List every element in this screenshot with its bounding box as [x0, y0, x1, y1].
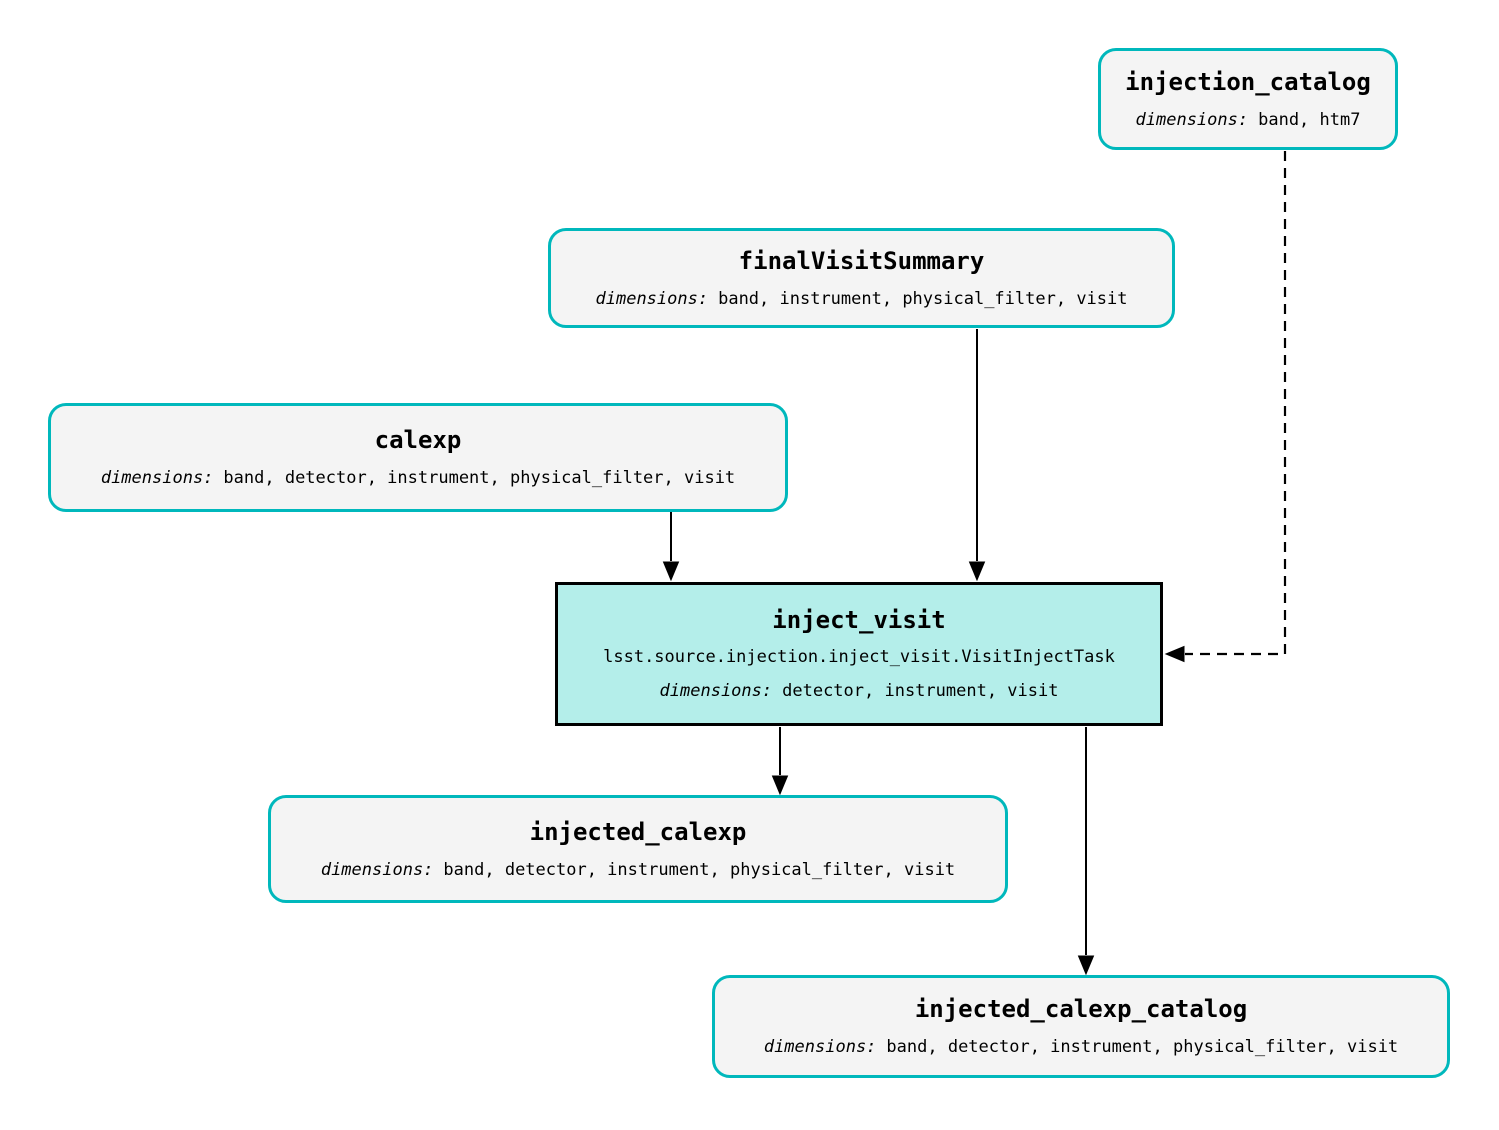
node-injected-calexp-catalog-dimensions: dimensions: band, detector, instrument, p… [764, 1036, 1398, 1058]
edge-finalvisitsummary-to-inject-visit [968, 329, 986, 582]
node-injection-catalog-dimensions: dimensions: band, htm7 [1136, 109, 1361, 131]
dimensions-label: dimensions: [100, 468, 214, 488]
dimensions-value: detector, instrument, visit [782, 681, 1059, 701]
node-finalvisitsummary: finalVisitSummary dimensions: band, instr… [548, 228, 1175, 328]
node-calexp: calexp dimensions: band, detector, instru… [48, 403, 788, 512]
dimensions-value: band, htm7 [1258, 109, 1361, 130]
dimensions-label: dimensions: [763, 1037, 877, 1057]
node-calexp-title: calexp [374, 426, 462, 454]
dimensions-value: band, detector, instrument, physical_fil… [886, 1037, 1399, 1057]
node-injection-catalog: injection_catalog dimensions: band, htm7 [1098, 48, 1398, 150]
node-injection-catalog-title: injection_catalog [1125, 67, 1371, 96]
edge-injection-catalog-to-inject-visit [1164, 151, 1287, 663]
node-injected-calexp-catalog-title: injected_calexp_catalog [914, 995, 1248, 1023]
dimensions-label: dimensions: [1135, 109, 1249, 130]
node-injected-calexp: injected_calexp dimensions: band, detecto… [268, 795, 1008, 903]
dimensions-label: dimensions: [659, 681, 773, 701]
node-injected-calexp-dimensions: dimensions: band, detector, instrument, p… [321, 859, 955, 881]
node-inject-visit-title: inject_visit [772, 606, 946, 634]
node-inject-visit-class: lsst.source.injection.inject_visit.Visit… [603, 647, 1115, 667]
node-injected-calexp-catalog: injected_calexp_catalog dimensions: band,… [712, 975, 1450, 1078]
edge-inject-visit-to-injected-calexp-catalog [1077, 727, 1095, 976]
node-inject-visit-dimensions: dimensions: detector, instrument, visit [660, 680, 1059, 702]
dimensions-label: dimensions: [320, 859, 434, 880]
node-finalvisitsummary-dimensions: dimensions: band, instrument, physical_fi… [596, 288, 1128, 310]
node-injected-calexp-title: injected_calexp [529, 817, 747, 846]
edge-inject-visit-to-injected-calexp [771, 727, 789, 796]
dimensions-label: dimensions: [595, 288, 709, 309]
node-inject-visit-task: inject_visit lsst.source.injection.injec… [555, 582, 1163, 726]
node-finalvisitsummary-title: finalVisitSummary [738, 246, 985, 275]
dimensions-value: band, instrument, physical_filter, visit [718, 288, 1128, 309]
edge-calexp-to-inject-visit [662, 512, 680, 582]
dimensions-value: band, detector, instrument, physical_fil… [443, 859, 956, 880]
dimensions-value: band, detector, instrument, physical_fil… [223, 468, 736, 488]
node-calexp-dimensions: dimensions: band, detector, instrument, p… [101, 467, 735, 489]
